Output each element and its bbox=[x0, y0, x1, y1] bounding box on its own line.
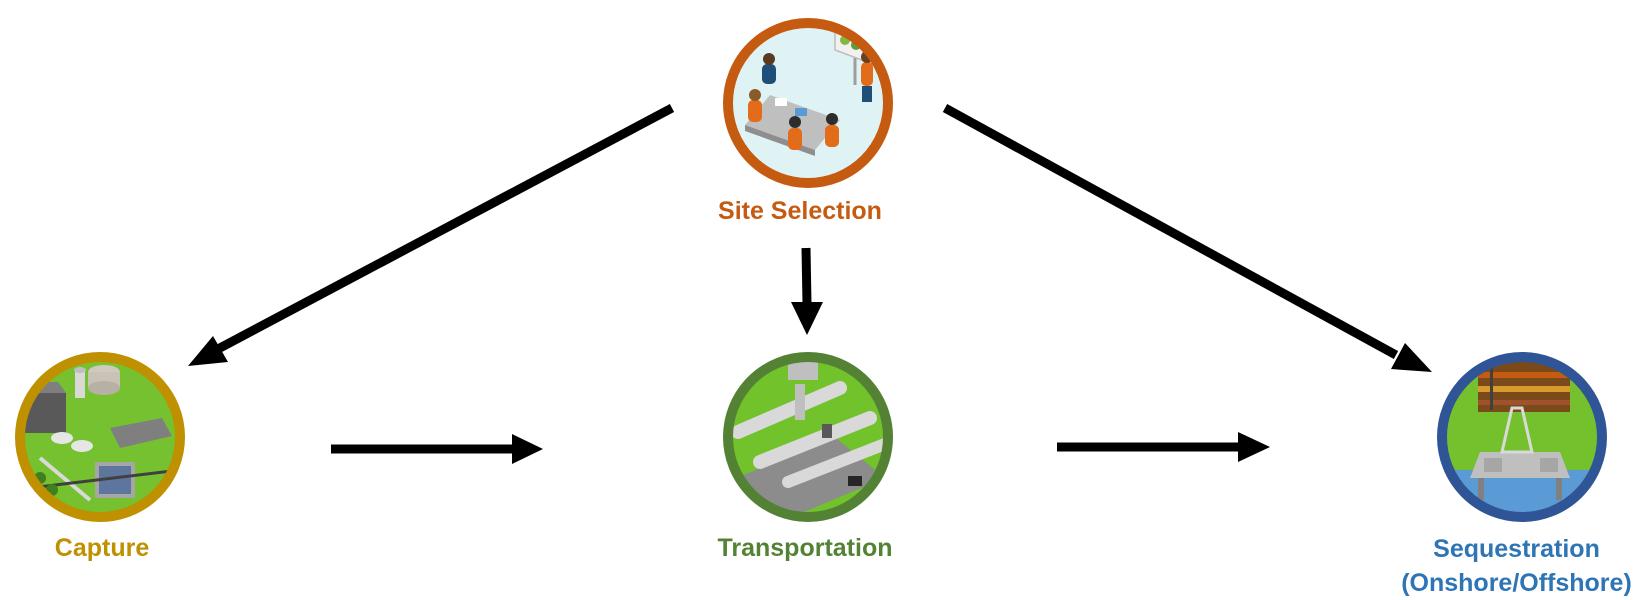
offshore-rig-icon bbox=[1437, 352, 1607, 522]
capture-label: Capture bbox=[54, 534, 150, 562]
sequestration-title: Sequestration bbox=[1433, 535, 1600, 563]
sequestration-subtitle: (Onshore/Offshore) bbox=[1401, 569, 1632, 597]
arrow-site-to-sequestration bbox=[942, 104, 1432, 372]
transportation-label: Transportation bbox=[717, 534, 893, 562]
arrow-site-to-capture bbox=[188, 104, 675, 366]
site-selection-label: Site Selection bbox=[718, 197, 882, 225]
meeting-room-icon bbox=[723, 18, 893, 188]
arrow-transportation-to-sequestration bbox=[1057, 432, 1270, 462]
arrow-site-to-transportation bbox=[791, 247, 823, 335]
sequestration-label: Sequestration (Onshore/Offshore) bbox=[1390, 532, 1643, 600]
pipeline-icon bbox=[723, 352, 893, 522]
arrow-capture-to-transportation bbox=[331, 434, 543, 464]
industrial-plant-icon bbox=[15, 352, 185, 522]
